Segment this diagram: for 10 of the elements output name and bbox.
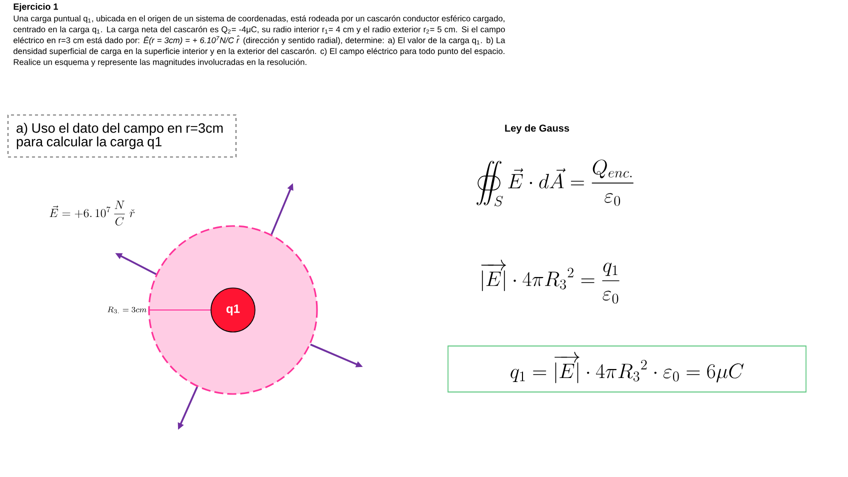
- field-formula: $\vec{E} = +6.\,10^{7}\,\frac{N}{C}\ \check{r}$: [50, 200, 134, 226]
- heading: Ley de Gauss: [505, 124, 570, 134]
- problem-text: Una carga puntual q$_{1}$, ubicada en el origen de un sistema de coordenadas, está rodeada por un cascarón conductor esférico cargado, centrado en la carga q$_{1}$. La carga neta del cascarón es Q$_{2}$= -4μC, su radio interior r$_{1}$= 4 cm y el radio exterior r$_{2}$= 5 cm. Si el campo eléctrico en r=3 cm está dado por: Ē(r = 3cm) = + 6.10$^{7}$N/C r̂ (dirección y sentido radial), determine: a) El valor de la carga q$_{1}$. b) La densidad superficial de carga en la superficie interior y en la exterior del cascarón. c) El campo eléctrico para todo punto del espacio. Realice un esquema y represente las magnitudes involucradas en la resolución.: [14, 15, 506, 67]
- shell-circle: [148, 225, 318, 395]
- note-box: a) Uso el dato del campo en r=3cm para calcular la carga q1: [8, 114, 236, 158]
- result-box: $q_1 = \overrightarrow{|E|}\cdot 4\pi {R_3}^2 \cdot \varepsilon_0 = 6\mu C$: [448, 346, 806, 392]
- radius-label: $R_{3.} = 3cm$: [108, 306, 147, 314]
- gauss-formula: $\oiint_S \vec{E}\cdot d\vec{A} = \frac{Q_{enc.}}{\varepsilon_0}$: [476, 160, 634, 206]
- field-equation: $\overrightarrow{|E|}\cdot 4\pi {R_3}^2 = \frac{q_1}{\varepsilon_0}$: [481, 260, 620, 304]
- title: Ejercicio 1: [14, 3, 58, 12]
